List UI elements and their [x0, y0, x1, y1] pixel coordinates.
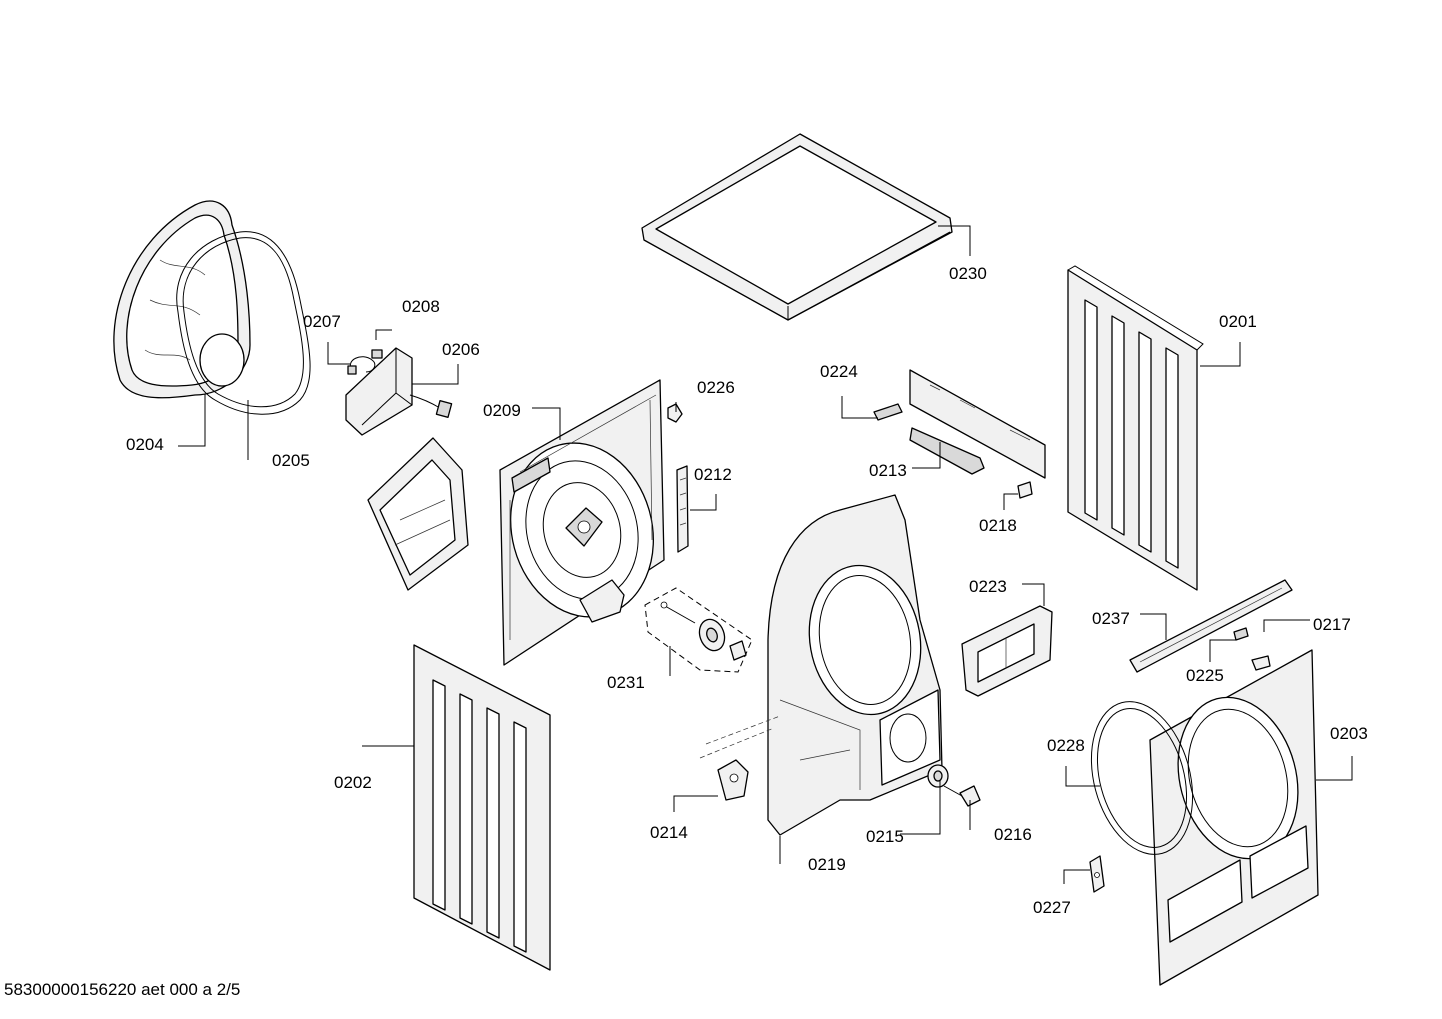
leader-lines: [178, 225, 1353, 884]
label-0217: 0217: [1313, 615, 1351, 634]
part-0213-connector-strip: [909, 427, 985, 475]
label-0218: 0218: [979, 516, 1017, 535]
label-0209: 0209: [483, 401, 521, 420]
label-0205: 0205: [272, 451, 310, 470]
part-0237-cross-strip: [1129, 579, 1293, 673]
part-0212-bracket: [676, 465, 689, 553]
label-0207: 0207: [303, 312, 341, 331]
part-0216-roller-axle: [943, 785, 981, 807]
label-0228: 0228: [1047, 736, 1085, 755]
label-0237: 0237: [1092, 609, 1130, 628]
part-0207-wire-connector: [347, 356, 376, 375]
label-0219: 0219: [808, 855, 846, 874]
label-0224: 0224: [820, 362, 858, 381]
label-0214: 0214: [650, 823, 688, 842]
document-code: 58300000156220 aet 000 a 2/5: [4, 980, 241, 999]
part-0230-top-cover: [641, 133, 953, 321]
label-0223: 0223: [969, 577, 1007, 596]
label-0212: 0212: [694, 465, 732, 484]
part-0209-rear-wall: [499, 379, 665, 666]
part-0206-sensor-housing: [345, 347, 453, 436]
label-0206: 0206: [442, 340, 480, 359]
part-0202-side-panel-left: [413, 644, 551, 971]
label-0226: 0226: [697, 378, 735, 397]
part-0214-sensor: [717, 759, 749, 801]
label-0202: 0202: [334, 773, 372, 792]
label-0231: 0231: [607, 673, 645, 692]
part-0223-lint-filter: [961, 605, 1053, 697]
part-0205-door-gasket: [176, 231, 311, 415]
label-0230: 0230: [949, 264, 987, 283]
part-0214-guide-lines: [699, 715, 781, 759]
part-0215-roller: [927, 764, 949, 788]
label-0225: 0225: [1186, 666, 1224, 685]
label-0216: 0216: [994, 825, 1032, 844]
part-0219-front-bearing-shield: [767, 494, 943, 836]
part-0201-side-panel-right: [1067, 265, 1204, 591]
part-0204-drum-front-ring: [113, 200, 251, 399]
label-0204: 0204: [126, 435, 164, 454]
part-0227-hinge: [1089, 855, 1105, 893]
label-0227: 0227: [1033, 898, 1071, 917]
part-0224-holder: [873, 403, 903, 421]
part-0217-latch: [1251, 655, 1271, 671]
part-0231-fan-wheel-kit: [644, 587, 753, 673]
label-0203: 0203: [1330, 724, 1368, 743]
part-0225-clip: [1233, 627, 1249, 641]
label-0215: 0215: [866, 827, 904, 846]
label-0213: 0213: [869, 461, 907, 480]
part-0208-clip: [371, 349, 383, 359]
part-labels: 0230 0201 0207 0208 0206 0204 0205 0209 …: [126, 264, 1368, 917]
part-0226-clip: [667, 403, 683, 423]
label-0201: 0201: [1219, 312, 1257, 331]
part-0218-clip: [1017, 481, 1033, 499]
part-control-board-bracket: [909, 369, 1046, 479]
part-0228-door-seal: [1090, 701, 1194, 855]
label-0208: 0208: [402, 297, 440, 316]
part-lint-duct: [367, 437, 469, 591]
part-0203-front-panel: [1149, 649, 1319, 986]
